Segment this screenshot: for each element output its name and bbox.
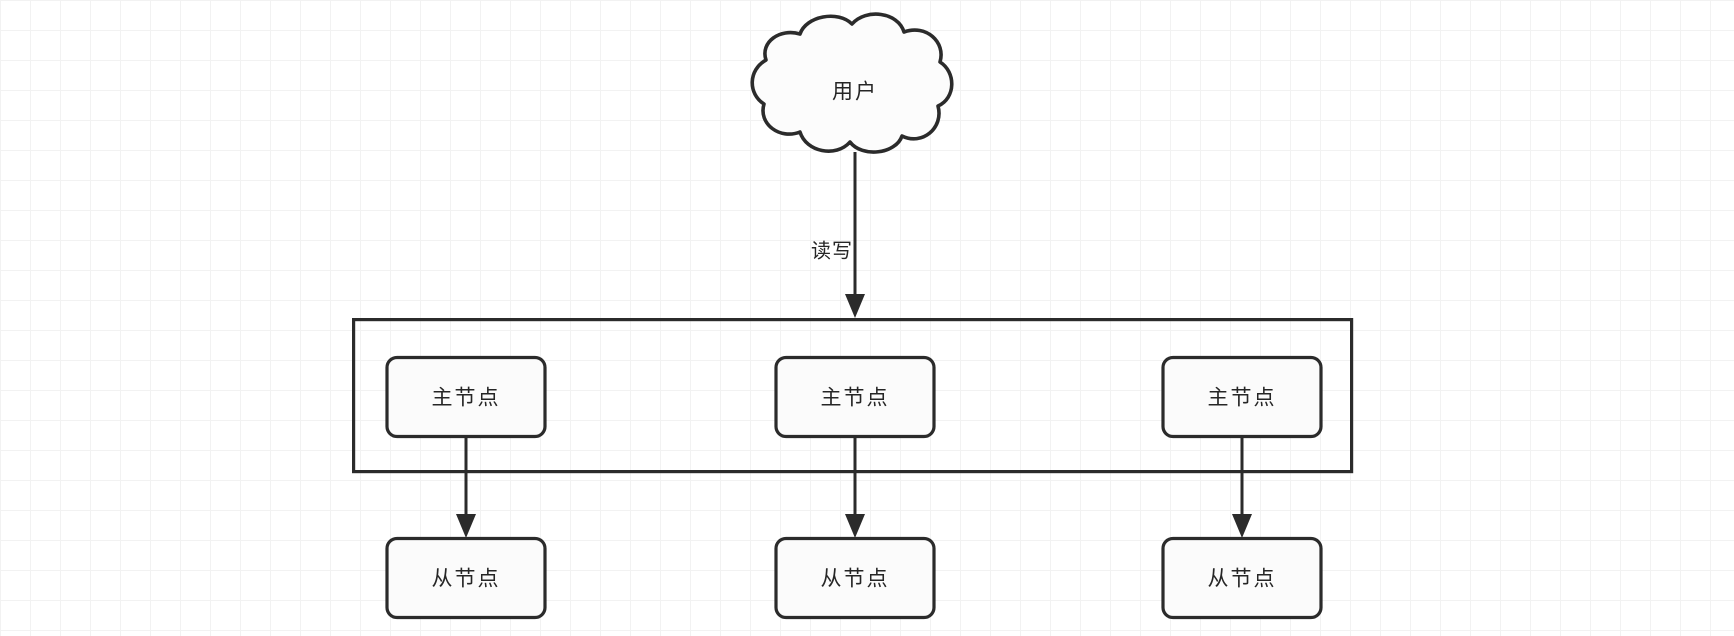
node-slave-3-rect[interactable]	[1161, 536, 1323, 620]
node-master-3-rect[interactable]	[1161, 355, 1323, 439]
node-master-2-label: 主节点	[821, 387, 890, 410]
node-user[interactable]: 用户	[750, 12, 954, 154]
cluster-container-rect[interactable]	[352, 318, 1354, 474]
edge-master1-to-slave1[interactable]	[456, 437, 476, 538]
node-master-3[interactable]: 主节点	[1161, 355, 1323, 439]
node-slave-2[interactable]: 从节点	[774, 536, 936, 620]
node-master-1-label: 主节点	[432, 387, 501, 410]
node-slave-2-label: 从节点	[821, 568, 890, 591]
node-master-2-rect[interactable]	[774, 355, 936, 439]
edge-master1-to-slave1-arrowhead	[456, 514, 476, 538]
edge-user-to-cluster-arrowhead	[845, 294, 865, 318]
node-master-3-label: 主节点	[1208, 387, 1277, 410]
edge-user-to-cluster[interactable]	[845, 152, 865, 318]
edge-master2-to-slave2[interactable]	[845, 437, 865, 538]
cloud-icon[interactable]	[750, 12, 954, 154]
node-slave-2-rect[interactable]	[774, 536, 936, 620]
node-master-1[interactable]: 主节点	[385, 355, 547, 439]
edge-master3-to-slave3[interactable]	[1232, 437, 1252, 538]
node-user-label: 用户	[832, 81, 878, 104]
node-slave-3-label: 从节点	[1208, 568, 1277, 591]
edge-master2-to-slave2-arrowhead	[845, 514, 865, 538]
node-master-2[interactable]: 主节点	[774, 355, 936, 439]
node-slave-1[interactable]: 从节点	[385, 536, 547, 620]
node-slave-1-label: 从节点	[432, 568, 501, 591]
cluster-container[interactable]	[352, 318, 1354, 474]
node-slave-1-rect[interactable]	[385, 536, 547, 620]
edge-user-to-cluster-label: 读写	[811, 239, 853, 262]
node-slave-3[interactable]: 从节点	[1161, 536, 1323, 620]
node-master-1-rect[interactable]	[385, 355, 547, 439]
edge-master3-to-slave3-arrowhead	[1232, 514, 1252, 538]
